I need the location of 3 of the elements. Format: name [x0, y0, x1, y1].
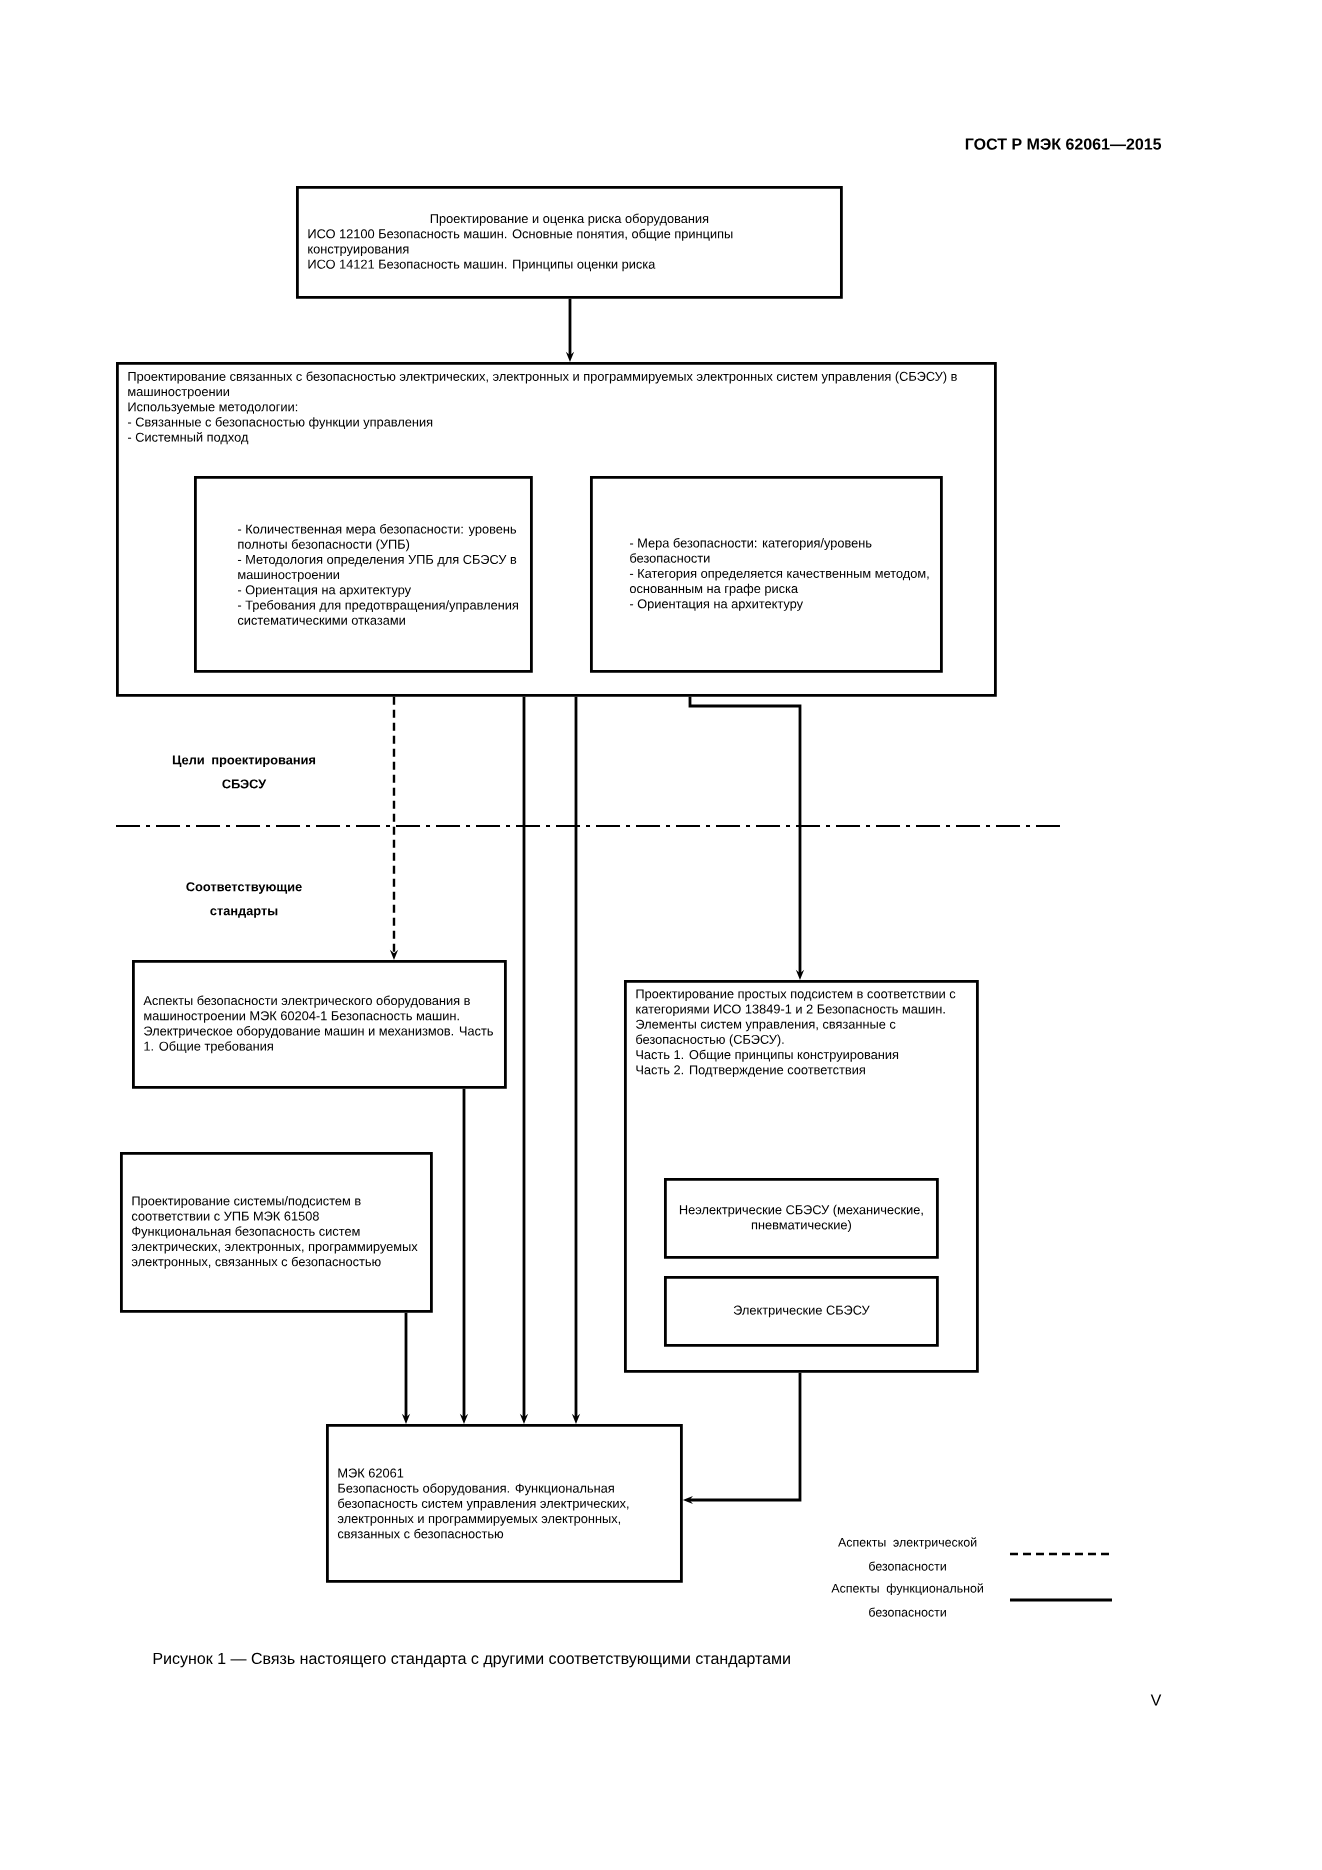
caption: Рисунок 1 — Связь настоящего стандарта с другими соответствующими стандартами — [153, 1652, 790, 1668]
header-text: ГОСТ Р МЭК 62061—2015 — [965, 138, 1162, 150]
page-number: V — [1150, 1694, 1162, 1706]
